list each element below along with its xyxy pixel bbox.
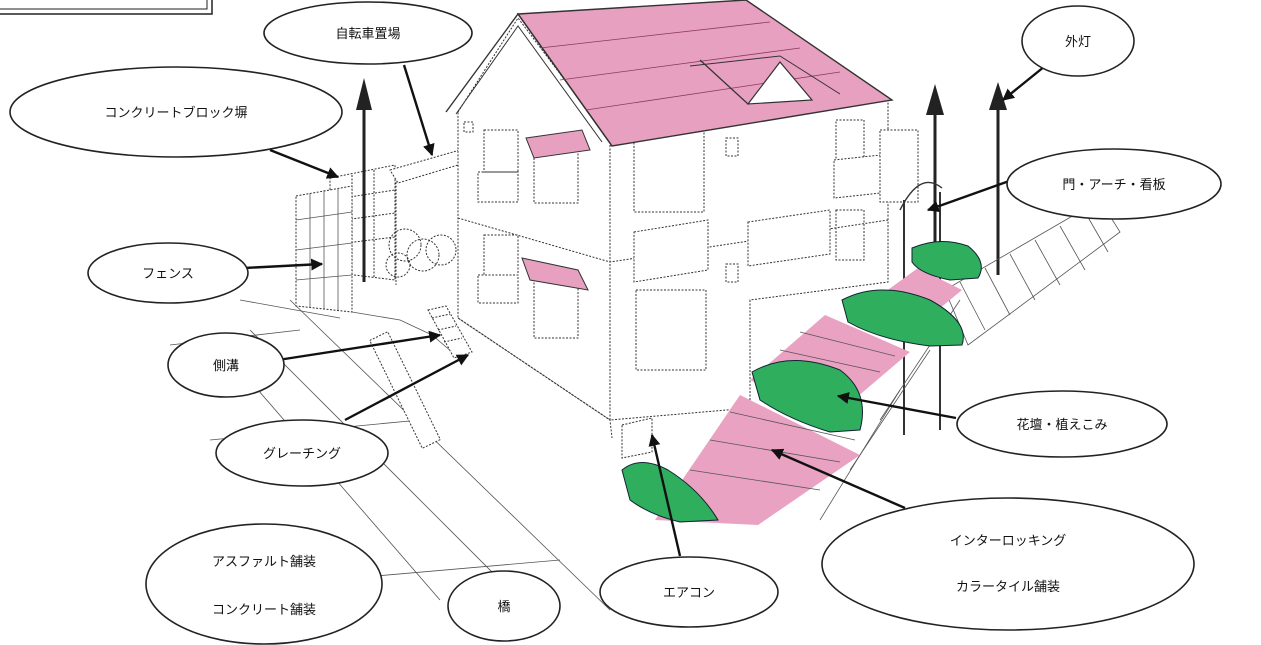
- label-color-tile-text: カラータイル舗装: [956, 580, 1060, 595]
- label-interlocking-text: インターロッキング: [950, 534, 1067, 549]
- label-concrete-block-wall: コンクリートブロック塀: [9, 66, 343, 158]
- house: [457, 17, 891, 459]
- fence-drawing: [295, 185, 453, 353]
- label-side-ditch: 側溝: [167, 332, 285, 398]
- shrubs: [621, 241, 982, 523]
- label-outdoor-light-text: 外灯: [1065, 35, 1091, 50]
- label-grating: グレーチング: [215, 419, 389, 487]
- label-concrete-text: コンクリート舗装: [212, 603, 316, 618]
- gate-arch: [879, 129, 943, 435]
- lamp-post-left: [356, 78, 372, 282]
- label-concrete-block-wall-text: コンクリートブロック塀: [104, 105, 247, 121]
- ditch-and-grating: [369, 305, 473, 449]
- label-bicycle-parking-text: 自転車置場: [335, 27, 400, 42]
- label-asphalt-concrete: アスファルト舗装 コンクリート舗装: [145, 523, 383, 645]
- roof: [445, 0, 894, 147]
- label-aircon: エアコン: [599, 556, 779, 628]
- label-bicycle-parking: 自転車置場: [263, 1, 473, 65]
- label-bridge-text: 橋: [497, 600, 510, 615]
- label-aircon-text: エアコン: [663, 586, 715, 601]
- lamp-posts: [356, 78, 1007, 282]
- label-side-ditch-text: 側溝: [213, 359, 239, 374]
- label-interlocking-tile: インターロッキング カラータイル舗装: [821, 497, 1195, 631]
- label-asphalt-text: アスファルト舗装: [212, 555, 316, 570]
- label-fence: フェンス: [87, 242, 249, 304]
- lamp-post-right: [989, 82, 1007, 275]
- label-grating-text: グレーチング: [263, 447, 341, 462]
- label-flowerbed: 花壇・植えこみ: [956, 390, 1168, 458]
- callout-arrows: [243, 61, 1051, 557]
- lamp-post-center: [926, 84, 944, 252]
- label-outdoor-light: 外灯: [1021, 5, 1135, 77]
- house-illustration: [169, 0, 1121, 611]
- corner-frame: [0, 0, 213, 15]
- label-fence-text: フェンス: [142, 267, 194, 282]
- label-gate-arch-sign: 門・アーチ・看板: [1006, 148, 1222, 220]
- label-bridge: 橋: [447, 570, 561, 642]
- bicycle-shelter: [385, 149, 469, 285]
- label-flowerbed-text: 花壇・植えこみ: [1016, 417, 1107, 433]
- label-gate-arch-sign-text: 門・アーチ・看板: [1062, 177, 1165, 193]
